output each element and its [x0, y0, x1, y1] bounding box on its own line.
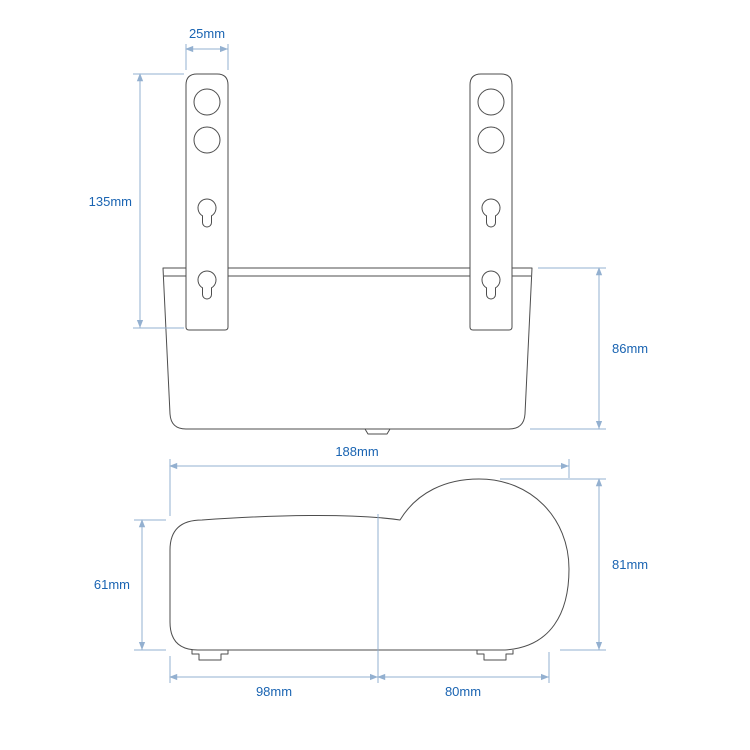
right-bracket-hole-1 [477, 88, 505, 116]
right-bracket-keyhole-1 [481, 198, 501, 228]
dim-label-bracket-height: 135mm [89, 194, 132, 209]
dim-label-overall-width: 188mm [335, 444, 378, 459]
profile-outline [169, 478, 570, 651]
dim-bottom-split: 98mm 80mm [169, 514, 550, 699]
dim-label-left-section: 98mm [256, 684, 292, 699]
dim-label-front-depth: 61mm [94, 577, 130, 592]
dim-label-right-section: 80mm [445, 684, 481, 699]
dim-body-height: 86mm [530, 267, 648, 430]
right-bracket-keyhole-2 [481, 270, 501, 300]
left-bracket-keyhole-1 [197, 198, 217, 228]
left-foot [191, 650, 229, 661]
body-outline [162, 267, 533, 430]
right-bracket-hole-2 [477, 126, 505, 154]
top-view: 188mm 81mm 61mm 98mm 80mm [94, 444, 648, 699]
left-bracket [185, 73, 229, 331]
profile-body [169, 478, 570, 661]
dim-overall-depth: 81mm [500, 478, 648, 651]
dim-bracket-height: 135mm [89, 73, 184, 329]
right-foot [476, 650, 514, 661]
right-bracket [469, 73, 513, 331]
dim-label-body-height: 86mm [612, 341, 648, 356]
dim-label-overall-depth: 81mm [612, 557, 648, 572]
dim-bracket-width: 25mm [185, 26, 229, 70]
mount-body [162, 267, 533, 435]
left-bracket-keyhole-2 [197, 270, 217, 300]
dim-overall-width: 188mm [169, 444, 570, 516]
left-bracket-hole-1 [193, 88, 221, 116]
dim-label-bracket-width: 25mm [189, 26, 225, 41]
dim-front-depth: 61mm [94, 519, 166, 651]
front-view: 25mm 135mm 86mm [89, 26, 648, 435]
left-bracket-hole-2 [193, 126, 221, 154]
body-bottom-notch [364, 428, 391, 435]
